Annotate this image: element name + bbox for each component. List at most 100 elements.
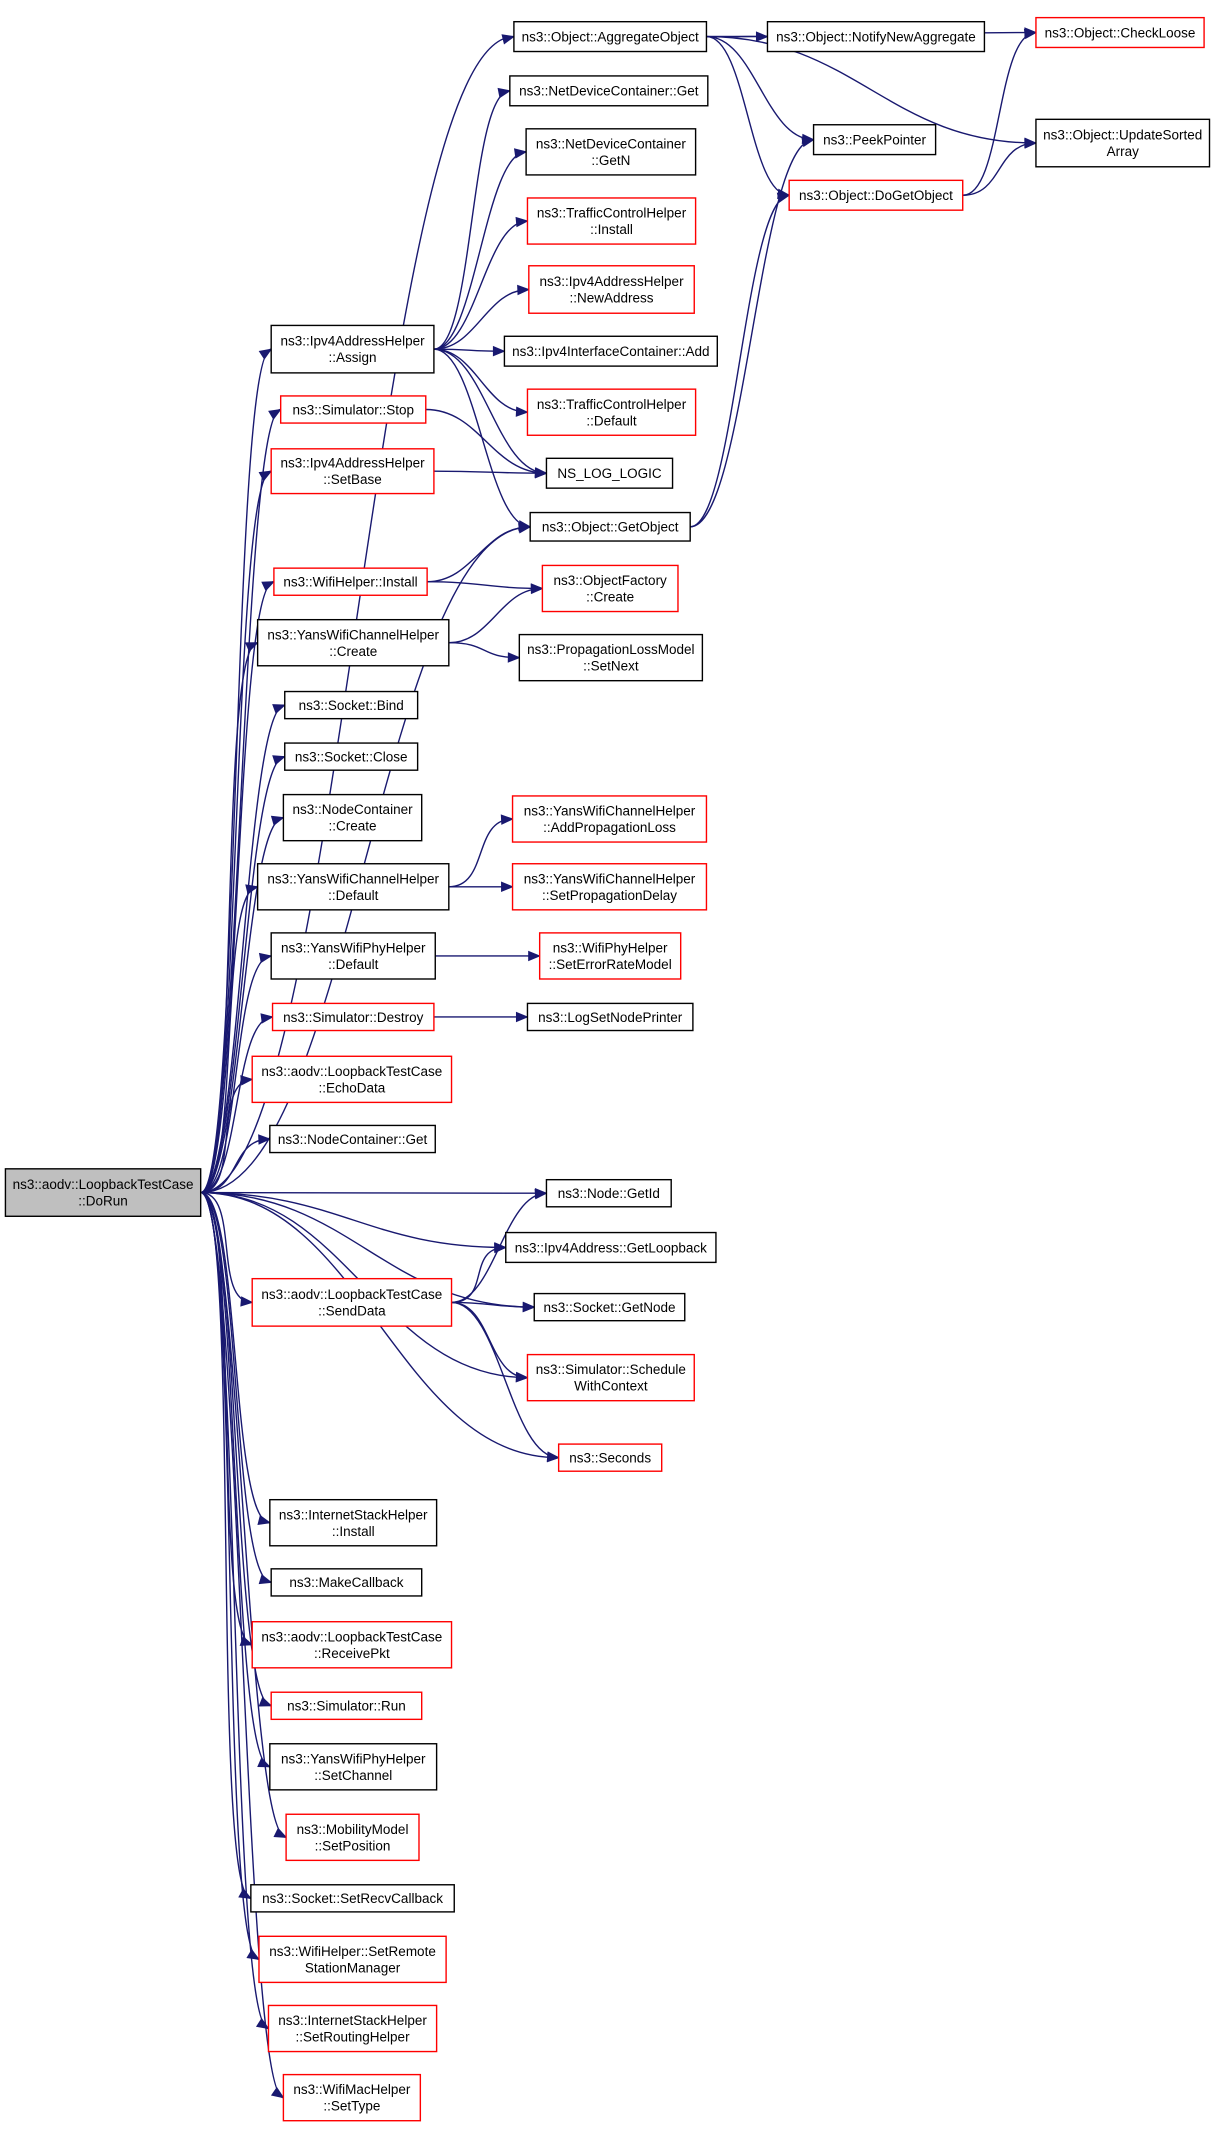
node-root[interactable]: ns3::aodv::LoopbackTestCase::DoRun (4, 1168, 202, 1217)
edge-root-to-ywch-default (200, 886, 258, 1194)
arrowhead (270, 815, 285, 826)
edge-root-to-ipv4h-assign (200, 348, 272, 1194)
node-box (4, 1168, 202, 1217)
node-nc-get[interactable]: ns3::NodeContainer::Get (269, 1124, 436, 1154)
node-box (282, 793, 423, 842)
node-sim-run[interactable]: ns3::Simulator::Run (270, 1691, 423, 1721)
node-ipv4h-setbase[interactable]: ns3::Ipv4AddressHelper::SetBase (270, 448, 435, 495)
node-box (270, 1691, 423, 1721)
node-box (271, 1002, 435, 1032)
node-sock-close[interactable]: ns3::Socket::Close (284, 742, 419, 771)
edge-root-to-sock-getnode (200, 1191, 535, 1308)
node-box (526, 1353, 695, 1402)
node-ywph-default[interactable]: ns3::YansWifiPhyHelper::Default (270, 932, 436, 980)
node-ywch-default[interactable]: ns3::YansWifiChannelHelper::Default (256, 863, 450, 911)
arrowhead (255, 2017, 270, 2030)
arrowhead (246, 1948, 261, 1961)
arrowhead (530, 583, 544, 595)
arrowhead (240, 1075, 254, 1086)
node-ipv4-getloop[interactable]: ns3::Ipv4Address::GetLoopback (505, 1231, 717, 1264)
node-sim-stop[interactable]: ns3::Simulator::Stop (279, 395, 427, 424)
node-label: ns3::WifiHelper::Install (283, 575, 417, 590)
node-ywph-setchan[interactable]: ns3::YansWifiPhyHelper::SetChannel (269, 1743, 438, 1791)
node-ywch-addprop[interactable]: ns3::YansWifiChannelHelper::AddPropagati… (511, 795, 708, 843)
node-sim-destroy[interactable]: ns3::Simulator::Destroy (271, 1002, 435, 1032)
node-ipv4ic-add[interactable]: ns3::Ipv4InterfaceContainer::Add (503, 335, 718, 367)
node-label: ::Install (332, 1524, 375, 1539)
node-notify[interactable]: ns3::Object::NotifyNewAggregate (766, 20, 986, 53)
node-dogetobj[interactable]: ns3::Object::DoGetObject (788, 179, 964, 211)
arrowhead (501, 34, 516, 45)
edge-senddata-to-seconds (451, 1301, 559, 1459)
node-ish-install[interactable]: ns3::InternetStackHelper::Install (269, 1498, 438, 1547)
node-receivepkt[interactable]: ns3::aodv::LoopbackTestCase::ReceivePkt (251, 1621, 453, 1669)
node-objfactory[interactable]: ns3::ObjectFactory::Create (541, 564, 679, 613)
node-box (511, 795, 708, 843)
node-label: ::Create (586, 590, 634, 605)
arrowhead (260, 1013, 274, 1024)
node-sock-bind[interactable]: ns3::Socket::Bind (284, 690, 419, 720)
node-label: ns3::Object::CheckLoose (1045, 25, 1196, 40)
node-label: ns3::InternetStackHelper (278, 2013, 427, 2028)
node-label: ns3::YansWifiPhyHelper (281, 940, 426, 955)
node-wmh-settype[interactable]: ns3::WifiMacHelper::SetType (282, 2073, 422, 2122)
node-ipv4h-assign[interactable]: ns3::Ipv4AddressHelper::Assign (270, 324, 435, 374)
node-box (528, 265, 695, 314)
node-seconds[interactable]: ns3::Seconds (557, 1443, 663, 1472)
node-node-getid[interactable]: ns3::Node::GetId (545, 1178, 672, 1208)
node-senddata[interactable]: ns3::aodv::LoopbackTestCase::SendData (251, 1277, 453, 1327)
node-sock-setrecv[interactable]: ns3::Socket::SetRecvCallback (250, 1884, 455, 1913)
node-box (511, 863, 708, 911)
edge-ipv4h-setbase-to-nslog (433, 470, 547, 474)
node-label: ns3::Simulator::Stop (292, 402, 414, 417)
node-box (541, 564, 679, 613)
node-label: ns3::YansWifiChannelHelper (524, 804, 696, 819)
node-sock-getnode[interactable]: ns3::Socket::GetNode (533, 1292, 686, 1322)
node-ndc-getn[interactable]: ns3::NetDeviceContainer::GetN (525, 128, 697, 176)
node-ywch-create[interactable]: ns3::YansWifiChannelHelper::Create (256, 618, 450, 667)
node-getobject[interactable]: ns3::Object::GetObject (529, 511, 691, 542)
node-label: ns3::Socket::SetRecvCallback (262, 1891, 443, 1906)
node-nc-create[interactable]: ns3::NodeContainer::Create (282, 793, 423, 842)
arrowhead (801, 136, 815, 148)
edge-root-to-sim-destroy (200, 1016, 273, 1194)
arrowhead (1024, 138, 1038, 149)
node-nslog[interactable]: NS_LOG_LOGIC (545, 457, 674, 489)
node-wph-seterr[interactable]: ns3::WifiPhyHelper::SetErrorRateModel (538, 932, 682, 980)
arrowhead (258, 1134, 272, 1145)
node-box (812, 124, 937, 156)
node-ish-setrouting[interactable]: ns3::InternetStackHelper::SetRoutingHelp… (267, 2004, 438, 2053)
node-box (250, 1884, 455, 1913)
edge-ipv4h-assign-to-tch-install (433, 220, 528, 350)
node-echodata[interactable]: ns3::aodv::LoopbackTestCase::EchoData (251, 1055, 453, 1104)
node-logsetnode[interactable]: ns3::LogSetNodePrinter (526, 1002, 694, 1032)
node-makecallback[interactable]: ns3::MakeCallback (270, 1568, 423, 1597)
node-label: ns3::YansWifiChannelHelper (267, 627, 439, 642)
node-box (267, 2004, 438, 2053)
node-tch-default[interactable]: ns3::TrafficControlHelper::Default (526, 388, 697, 436)
node-box (503, 335, 718, 367)
node-ndc-get[interactable]: ns3::NetDeviceContainer::Get (509, 75, 709, 107)
node-peek[interactable]: ns3::PeekPointer (812, 124, 937, 156)
node-box (545, 457, 674, 489)
arrowhead (515, 1371, 529, 1383)
edge-root-to-ipv4h-setbase (200, 470, 272, 1194)
node-tch-install[interactable]: ns3::TrafficControlHelper::Install (526, 197, 697, 245)
edge-root-to-node-getid (200, 1191, 547, 1194)
node-mob-setpos[interactable]: ns3::MobilityModel::SetPosition (285, 1813, 420, 1862)
node-label: ns3::aodv::LoopbackTestCase (261, 1629, 442, 1644)
node-plm-setnext[interactable]: ns3::PropagationLossModel::SetNext (518, 633, 704, 682)
node-box (526, 1002, 694, 1032)
node-label: ::Create (329, 819, 377, 834)
node-aggregate[interactable]: ns3::Object::AggregateObject (513, 20, 708, 53)
node-checkloose[interactable]: ns3::Object::CheckLoose (1035, 16, 1205, 49)
node-wifi-install[interactable]: ns3::WifiHelper::Install (273, 567, 428, 596)
node-ipv4h-newaddr[interactable]: ns3::Ipv4AddressHelper::NewAddress (528, 265, 695, 314)
edge-ipv4h-assign-to-ipv4h-newaddr (433, 288, 529, 350)
node-label: ns3::Simulator::Destroy (283, 1010, 424, 1025)
node-ywch-setdelay[interactable]: ns3::YansWifiChannelHelper::SetPropagati… (511, 863, 708, 911)
node-box (270, 448, 435, 495)
